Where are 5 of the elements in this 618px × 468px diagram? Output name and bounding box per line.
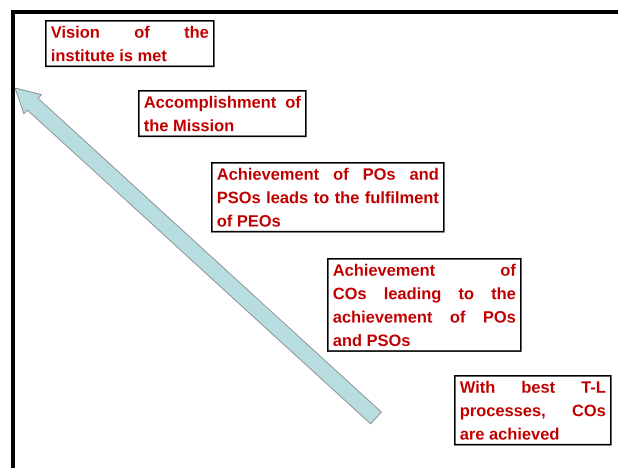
text-box: Achievement of POs and PSOs leads to the fulfilment of PEOs	[211, 162, 445, 232]
text-box: With best T-L processes, COs are achieved	[454, 375, 612, 446]
text-box: Accomplishment of the Mission	[138, 90, 307, 138]
text-box: Vision of the institute is met	[45, 20, 215, 68]
text-box: Achievement of COs leading to the achievement of POs and PSOs	[327, 258, 522, 352]
